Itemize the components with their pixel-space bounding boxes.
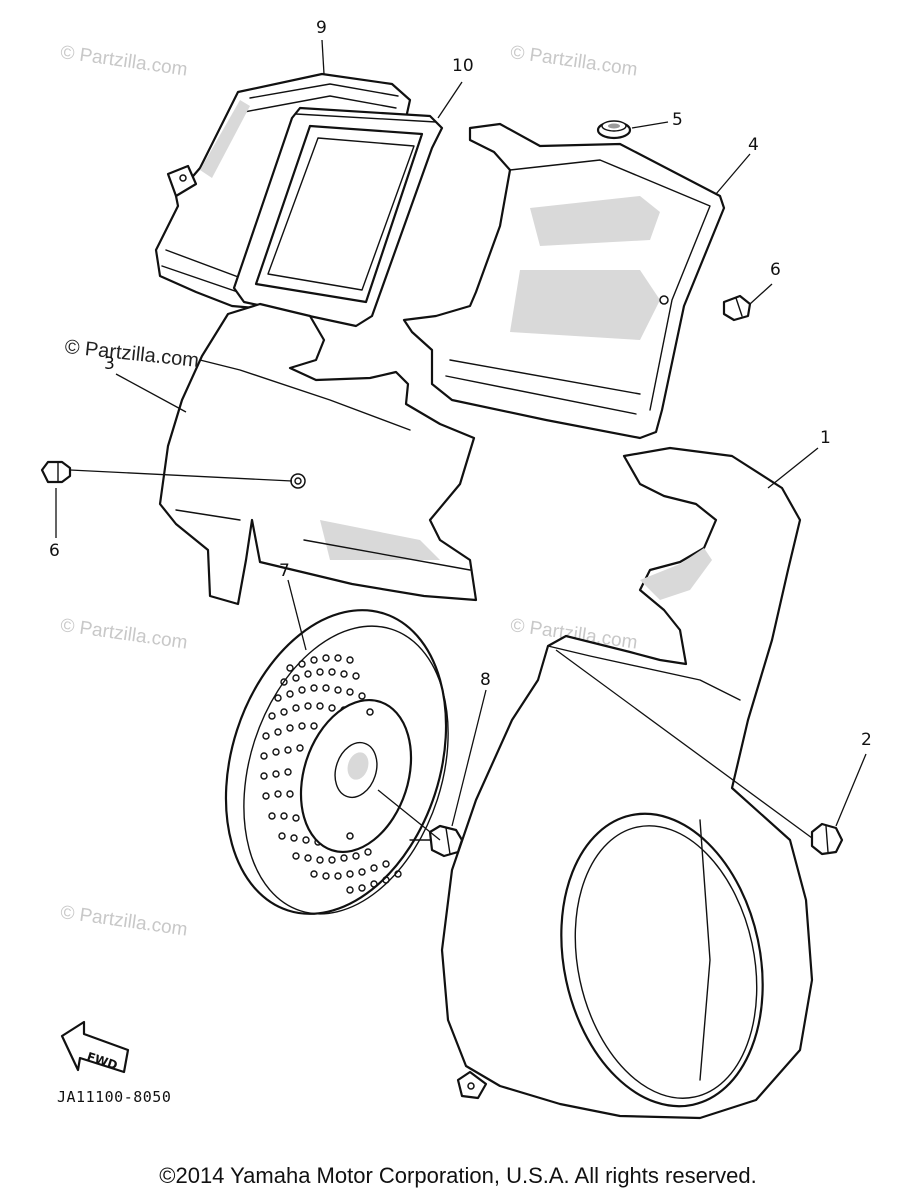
forward-arrow-icon: FWD xyxy=(60,1020,130,1074)
callout-10: 10 xyxy=(452,56,474,76)
callout-5: 5 xyxy=(672,110,683,130)
part-3-side-cover[interactable] xyxy=(158,302,478,606)
diagram-code: JA11100-8050 xyxy=(57,1088,172,1106)
callout-8: 8 xyxy=(480,670,491,690)
part-7-fan[interactable] xyxy=(189,581,483,942)
callout-9: 9 xyxy=(316,18,327,38)
leader-lines xyxy=(55,39,867,841)
part-4-side-cover[interactable] xyxy=(402,122,726,440)
part-2-bolt[interactable] xyxy=(810,822,844,856)
copyright-notice: ©2014 Yamaha Motor Corporation, U.S.A. A… xyxy=(159,1163,757,1188)
part-1-fan-shroud[interactable] xyxy=(440,446,814,1125)
callout-6-left: 6 xyxy=(49,541,60,561)
callout-6-upper: 6 xyxy=(770,260,781,280)
callout-1: 1 xyxy=(820,428,831,448)
part-10-gasket[interactable] xyxy=(232,106,444,328)
part-6-bolt-left[interactable] xyxy=(40,460,72,484)
part-5-grommet[interactable] xyxy=(596,120,632,140)
part-8-bolt[interactable] xyxy=(409,824,464,858)
part-6-bolt-upper[interactable] xyxy=(722,294,752,322)
callout-4: 4 xyxy=(748,135,759,155)
callout-2: 2 xyxy=(861,730,872,750)
callout-7: 7 xyxy=(279,561,290,581)
callout-3: 3 xyxy=(104,354,115,374)
